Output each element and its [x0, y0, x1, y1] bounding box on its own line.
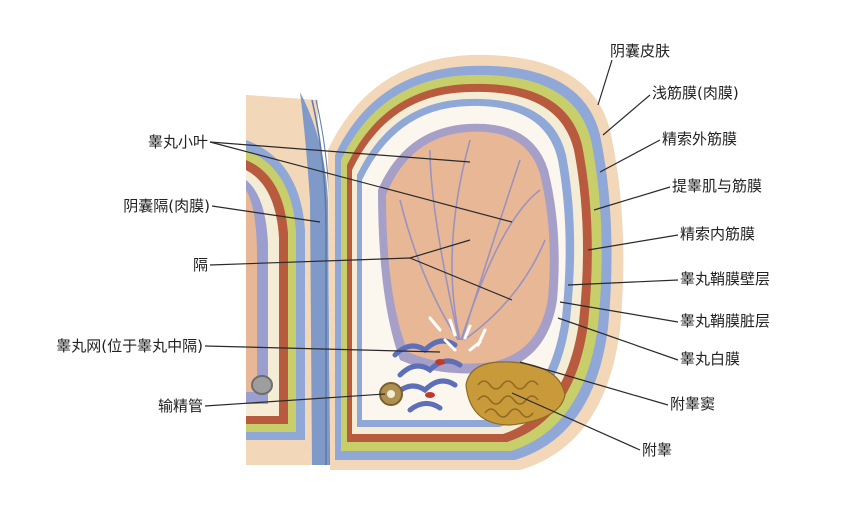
labels: 阴囊皮肤 浅筋膜(肉膜) 精索外筋膜 提睾肌与筋膜 精索内筋膜 睾丸鞘膜壁层 睾… — [56, 42, 770, 459]
label-external-spermatic-fascia: 精索外筋膜 — [662, 130, 737, 148]
leader-lines — [204, 59, 679, 451]
label-rete-testis: 睾丸网(位于睾丸中隔) — [56, 337, 203, 355]
label-parietal-tunica-vaginalis: 睾丸鞘膜壁层 — [680, 270, 770, 288]
rete-testis-shape — [392, 338, 463, 413]
left-hemiscrotum — [246, 95, 318, 465]
label-cremaster: 提睾肌与筋膜 — [672, 177, 762, 195]
label-scrotal-skin: 阴囊皮肤 — [610, 42, 670, 60]
right-hemiscrotum — [328, 54, 624, 471]
testis-parenchyma — [386, 131, 550, 364]
label-internal-spermatic-fascia: 精索内筋膜 — [680, 225, 755, 243]
label-ductus-deferens: 输精管 — [158, 397, 203, 415]
label-testicular-lobule: 睾丸小叶 — [148, 133, 208, 151]
label-septa: 隔 — [193, 256, 208, 274]
label-dartos: 浅筋膜(肉膜) — [652, 84, 739, 102]
label-epididymal-sinus: 附睾窦 — [670, 395, 715, 413]
label-scrotal-septum: 阴囊隔(肉膜) — [123, 197, 210, 215]
label-epididymis: 附睾 — [642, 441, 672, 459]
label-tunica-albuginea: 睾丸白膜 — [680, 350, 740, 368]
label-visceral-tunica-vaginalis: 睾丸鞘膜脏层 — [680, 312, 770, 330]
